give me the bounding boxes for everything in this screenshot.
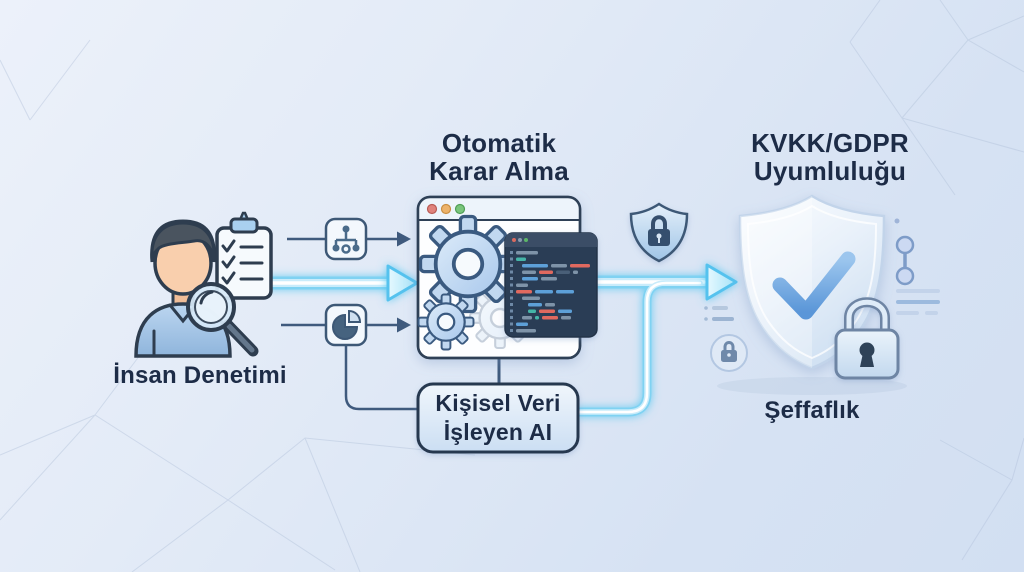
compliance-line2: Uyumluluğu [753,156,907,186]
shield-shadow [717,377,907,395]
automatic-decision-label: Otomatik Karar Alma [399,129,599,185]
code-editor-icon [504,232,598,338]
dash-list-decoration [704,306,734,321]
ai-processor-box [416,382,580,454]
checklist-icon [215,211,273,300]
thin-arrowheads [397,231,411,333]
glow-flow [249,263,738,417]
automatic-decision-line1: Otomatik [441,128,557,158]
ai-processor-label: Kişisel Veri İşleyen AI [418,384,578,452]
ai-processor-line1: Kişisel Veri [435,390,561,416]
pie-chart-icon [324,303,368,347]
transparency-label: Şeffaflık [764,397,860,424]
flowchart-icon [324,217,368,261]
magnifier-icon [186,282,259,357]
compliance-line1: KVKK/GDPR [751,128,909,158]
padlock-icon [834,297,900,380]
toggle-deco-icon [894,218,940,315]
ai-processor-line2: İşleyen AI [443,419,553,445]
lock-badge-icon [710,334,748,372]
shield-lock-icon [629,202,689,263]
automatic-decision-line2: Karar Alma [429,156,569,186]
human-oversight-label: İnsan Denetimi [113,362,287,389]
compliance-label: KVKK/GDPR Uyumluluğu [728,129,932,185]
